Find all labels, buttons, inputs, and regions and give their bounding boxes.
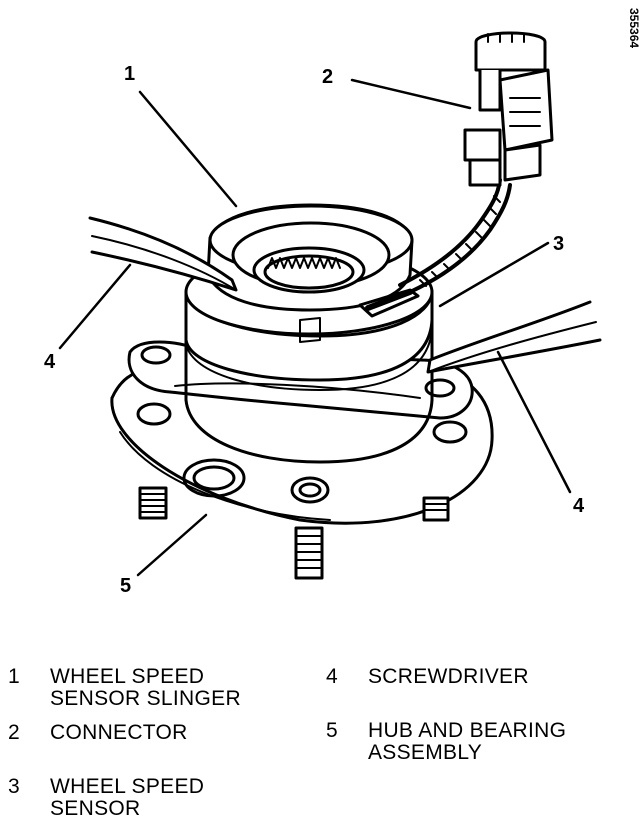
flange-holes [136, 402, 468, 504]
legend-line: CONNECTOR [50, 721, 188, 744]
callout-2: 2 [322, 66, 333, 88]
legend-num-5: 5 [326, 719, 338, 742]
legend-line: HUB AND BEARING [368, 719, 567, 742]
legend-text-3: WHEEL SPEED SENSOR [50, 776, 290, 820]
legend-line: WHEEL SPEED [50, 775, 205, 798]
legend-text-1: WHEEL SPEED SENSOR SLINGER [50, 666, 290, 710]
connector [463, 31, 554, 187]
callout-4-left: 4 [44, 351, 56, 373]
legend-num-1: 1 [8, 665, 20, 688]
legend-line: WHEEL SPEED [50, 665, 205, 688]
legend-num-4: 4 [326, 665, 338, 688]
legend-text-2: CONNECTOR [50, 722, 290, 744]
sensor-slinger [206, 203, 414, 312]
legend-line: SENSOR SLINGER [50, 687, 241, 710]
legend-text-5: HUB AND BEARING ASSEMBLY [368, 720, 608, 764]
legend-line: SCREWDRIVER [368, 665, 529, 688]
callout-3: 3 [553, 233, 564, 255]
legend-line: ASSEMBLY [368, 741, 483, 764]
callout-5: 5 [120, 575, 131, 597]
figure-id: 355364 [627, 8, 640, 48]
callout-4-right: 4 [573, 495, 585, 517]
legend-num-2: 2 [8, 721, 20, 744]
wheel-studs [138, 486, 450, 580]
legend-num-3: 3 [8, 775, 20, 798]
screwdriver-left [88, 216, 238, 292]
callout-1: 1 [124, 63, 135, 85]
screwdriver-right [426, 300, 602, 374]
leader-lines [58, 78, 572, 577]
legend-line: SENSOR [50, 797, 141, 820]
wheel-speed-sensor [358, 178, 512, 318]
legend-text-4: SCREWDRIVER [368, 666, 608, 688]
